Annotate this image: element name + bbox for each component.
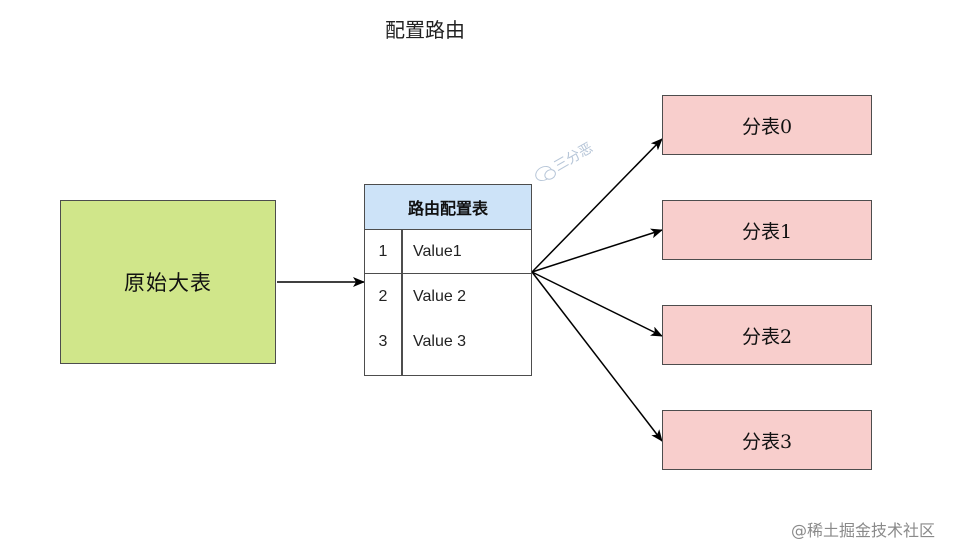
shard-box-2: 分表2 <box>662 305 872 365</box>
shard-label: 分表0 <box>741 115 793 138</box>
source-table-label: 原始大表 <box>124 271 212 295</box>
routing-table-header: 路由配置表 <box>365 185 531 230</box>
routing-config-table: 路由配置表 1 Value1 2 Value 2 3 Value 3 <box>364 184 532 376</box>
shard-box-0: 分表0 <box>662 95 872 155</box>
row-value: Value 3 <box>413 333 467 350</box>
routing-table-column-divider <box>401 230 403 376</box>
shard-label: 分表1 <box>741 220 793 243</box>
source-table-box: 原始大表 <box>60 200 276 364</box>
arrow-table-to-shard-0 <box>531 138 663 273</box>
shard-label: 分表2 <box>741 325 793 348</box>
row-index: 2 <box>378 288 388 305</box>
row-value: Value 2 <box>413 288 467 305</box>
shard-box-1: 分表1 <box>662 200 872 260</box>
routing-table-row: 3 Value 3 <box>365 320 531 364</box>
arrow-table-to-shard-1 <box>531 228 663 273</box>
routing-table-row: 1 Value1 <box>365 230 531 274</box>
shard-label: 分表3 <box>741 430 793 453</box>
row-index: 1 <box>378 242 388 260</box>
arrow-table-to-shard-2 <box>531 271 663 337</box>
footer-credit: @稀土掘金技术社区 <box>790 521 935 540</box>
row-value: Value1 <box>413 242 462 260</box>
routing-table-row: 2 Value 2 <box>365 275 531 319</box>
shard-box-3: 分表3 <box>662 410 872 470</box>
row-index: 3 <box>378 333 388 350</box>
arrow-table-to-shard-3 <box>531 271 663 442</box>
diagram-title: 配置路由 <box>385 18 465 42</box>
